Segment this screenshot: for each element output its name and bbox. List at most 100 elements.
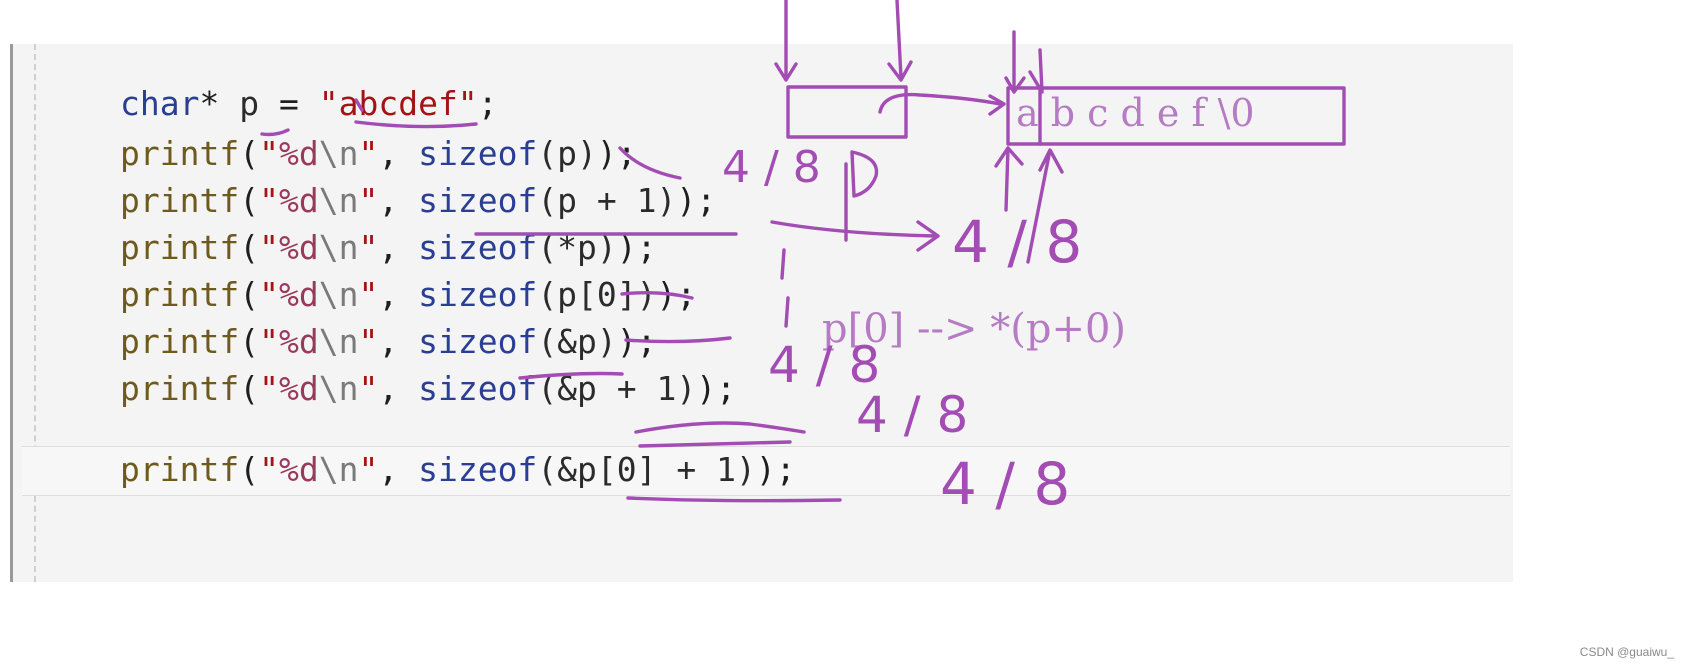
arrow-up-icon bbox=[994, 146, 1024, 212]
tick-mark bbox=[354, 98, 364, 112]
function-name: printf bbox=[120, 450, 240, 489]
quote: " bbox=[358, 181, 379, 220]
variable-name: p bbox=[239, 84, 260, 123]
paren: ( bbox=[239, 181, 260, 220]
close-paren: ); bbox=[696, 369, 737, 408]
pointer-star: * bbox=[199, 84, 220, 123]
escape-sequence: \n bbox=[318, 134, 359, 173]
comma: , bbox=[378, 450, 399, 489]
code-line-1[interactable]: char* p = "abcdef"; bbox=[120, 82, 498, 126]
sizeof-argument: (&p[0] + 1) bbox=[537, 450, 756, 489]
comma: , bbox=[378, 181, 399, 220]
quote: " bbox=[259, 369, 279, 408]
code-line-6[interactable]: printf("%d\n", sizeof(&p)); bbox=[120, 320, 657, 364]
comma: , bbox=[378, 228, 399, 267]
format-specifier: %d bbox=[278, 275, 319, 314]
line5-note: p[0] --> *(p+0) bbox=[822, 306, 1126, 352]
type-keyword: char bbox=[120, 84, 200, 123]
quote: " bbox=[259, 450, 279, 489]
underline bbox=[620, 290, 694, 300]
underline bbox=[618, 146, 682, 180]
code-line-5[interactable]: printf("%d\n", sizeof(p[0])); bbox=[120, 273, 696, 317]
code-line-3[interactable]: printf("%d\n", sizeof(p + 1)); bbox=[120, 179, 716, 223]
sizeof-argument: (p) bbox=[537, 134, 597, 173]
sizeof-keyword: sizeof bbox=[418, 275, 538, 314]
quote: " bbox=[358, 228, 379, 267]
line6-answer: 4 / 8 bbox=[768, 336, 880, 394]
format-specifier: %d bbox=[278, 134, 319, 173]
quote: " bbox=[259, 134, 279, 173]
function-name: printf bbox=[120, 275, 240, 314]
comma: , bbox=[378, 322, 399, 361]
underline bbox=[638, 440, 792, 448]
arrow-down-icon bbox=[1004, 30, 1026, 94]
assign-operator: = bbox=[278, 84, 299, 123]
quote: " bbox=[358, 369, 379, 408]
quote: " bbox=[358, 134, 379, 173]
sizeof-keyword: sizeof bbox=[418, 369, 538, 408]
sizeof-keyword: sizeof bbox=[418, 181, 538, 220]
pointer-arrow bbox=[878, 92, 1006, 116]
comma: , bbox=[378, 134, 399, 173]
escape-sequence: \n bbox=[318, 322, 359, 361]
quote: " bbox=[259, 275, 279, 314]
code-line-8[interactable]: printf("%d\n", sizeof(&p[0] + 1)); bbox=[120, 448, 796, 492]
underline bbox=[260, 128, 290, 137]
line7-answer: 4 / 8 bbox=[856, 386, 968, 444]
tick-mark bbox=[784, 296, 790, 328]
paren: ( bbox=[239, 450, 260, 489]
paren: ( bbox=[239, 275, 260, 314]
escape-sequence: \n bbox=[318, 275, 359, 314]
function-name: printf bbox=[120, 322, 240, 361]
semicolon: ; bbox=[477, 84, 498, 123]
comma: , bbox=[378, 369, 399, 408]
sizeof-keyword: sizeof bbox=[418, 322, 538, 361]
escape-sequence: \n bbox=[318, 181, 359, 220]
line2-answer: 4 / 8 bbox=[952, 208, 1082, 276]
close-paren: ); bbox=[596, 134, 637, 173]
underline bbox=[626, 496, 842, 503]
function-name: printf bbox=[120, 134, 240, 173]
quote: " bbox=[259, 181, 279, 220]
line1-answer: 4 / 8 bbox=[722, 142, 821, 193]
paren: ( bbox=[239, 322, 260, 361]
quote: " bbox=[358, 450, 379, 489]
format-specifier: %d bbox=[278, 322, 319, 361]
paren: ( bbox=[239, 369, 260, 408]
underline bbox=[354, 120, 478, 129]
watermark: CSDN @guaiwu_ bbox=[1579, 645, 1674, 659]
close-paren: ); bbox=[676, 181, 717, 220]
current-line-highlight bbox=[22, 446, 1510, 496]
indent-guide bbox=[34, 44, 36, 582]
function-name: printf bbox=[120, 369, 240, 408]
escape-sequence: \n bbox=[318, 369, 359, 408]
array-box bbox=[1006, 86, 1346, 146]
close-paren: ); bbox=[755, 450, 796, 489]
function-name: printf bbox=[120, 228, 240, 267]
string-literal: "abcdef" bbox=[318, 84, 478, 123]
code-line-2[interactable]: printf("%d\n", sizeof(p)); bbox=[120, 132, 637, 176]
quote: " bbox=[259, 322, 279, 361]
arrow-down-icon bbox=[774, 0, 798, 82]
quote: " bbox=[259, 228, 279, 267]
code-line-7[interactable]: printf("%d\n", sizeof(&p + 1)); bbox=[120, 367, 736, 411]
comma: , bbox=[378, 275, 399, 314]
line8-answer: 4 / 8 bbox=[940, 450, 1070, 518]
paren: ( bbox=[239, 134, 260, 173]
memory-cells: a b c d e f \0 bbox=[1016, 91, 1255, 135]
pointer-box bbox=[786, 85, 908, 139]
arrow-right-icon bbox=[770, 220, 940, 252]
quote: " bbox=[358, 275, 379, 314]
tick-mark bbox=[780, 248, 786, 280]
escape-sequence: \n bbox=[318, 450, 359, 489]
underline bbox=[634, 421, 806, 434]
sizeof-keyword: sizeof bbox=[418, 450, 538, 489]
sizeof-argument: (p + 1) bbox=[537, 181, 677, 220]
underline bbox=[518, 371, 624, 380]
sizeof-keyword: sizeof bbox=[418, 134, 538, 173]
paren: ( bbox=[239, 228, 260, 267]
underline bbox=[624, 336, 732, 344]
function-name: printf bbox=[120, 181, 240, 220]
format-specifier: %d bbox=[278, 228, 319, 267]
